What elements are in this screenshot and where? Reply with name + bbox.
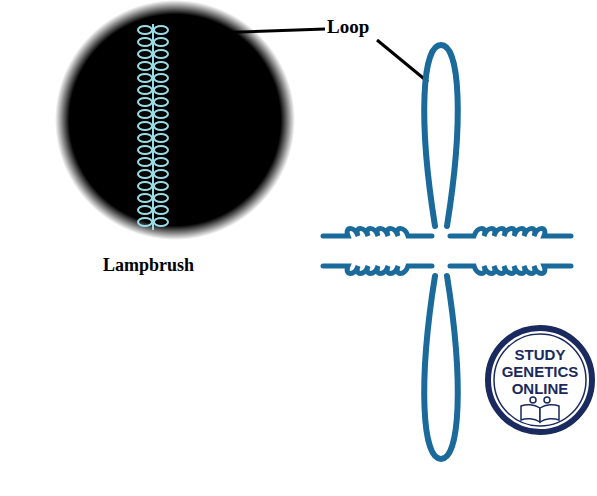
lateral-loop [154,134,168,142]
logo-badge: STUDY GENETICS ONLINE [484,324,596,436]
chromatin-loop [424,45,458,226]
lateral-loop [154,194,168,202]
lateral-loop [138,86,152,94]
lateral-loop [138,38,152,46]
lateral-loop [138,98,152,106]
lateral-loop [154,74,168,82]
lateral-loop [154,170,168,178]
lateral-loop [154,218,168,226]
lateral-loop [138,50,152,58]
lampbrush-chromosome [138,24,168,230]
lateral-loop [138,194,152,202]
leader-line [212,29,325,33]
lateral-loop [138,206,152,214]
lateral-loop [154,110,168,118]
lateral-loop [154,158,168,166]
lateral-loop [138,182,152,190]
lateral-loop [154,50,168,58]
logo-text: STUDY GENETICS ONLINE [496,346,584,397]
lateral-loop [154,206,168,214]
lateral-loop [138,146,152,154]
lateral-loop [138,122,152,130]
coiled-arm [323,229,432,237]
lateral-loop [138,218,152,226]
lateral-loop [154,62,168,70]
lateral-loop [138,170,152,178]
chromatin-loop [424,276,458,459]
micrograph-field [55,0,295,240]
book-icon [521,397,559,422]
part-label: Loop [327,16,369,38]
coiled-arm [323,266,432,274]
lateral-loop [138,26,152,34]
lateral-loop [154,86,168,94]
lateral-loop [138,134,152,142]
lateral-loop [138,110,152,118]
lateral-loop [154,122,168,130]
lateral-loop [138,62,152,70]
coiled-arm [450,229,571,237]
lateral-loop [138,74,152,82]
lateral-loop [154,182,168,190]
lateral-loop [154,146,168,154]
lateral-loop [138,158,152,166]
leader-line [377,40,428,82]
part-label: Lampbrush [103,255,194,276]
lateral-loop [154,98,168,106]
lateral-loop [154,26,168,34]
coiled-arm [450,266,571,274]
lateral-loop [154,38,168,46]
